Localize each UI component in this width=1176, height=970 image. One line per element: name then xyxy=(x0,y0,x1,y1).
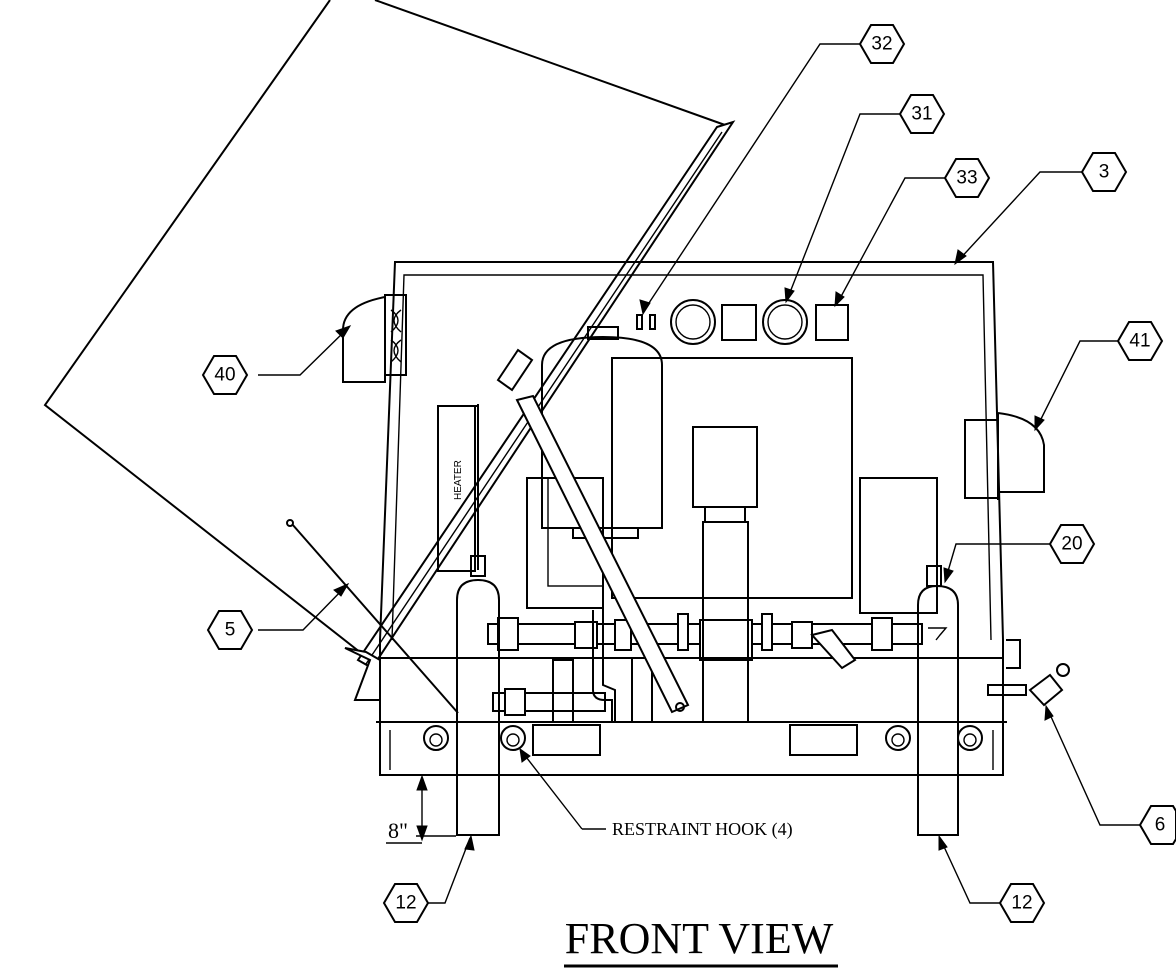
callout-3: 3 xyxy=(1080,152,1128,192)
restraint-leader xyxy=(519,747,606,830)
heater: HEATER xyxy=(437,404,479,572)
svg-text:40: 40 xyxy=(214,365,235,386)
tank xyxy=(526,326,663,609)
view-title: FRONT VIEW xyxy=(565,914,834,963)
svg-text:6: 6 xyxy=(1155,815,1166,836)
fork-pocket-right xyxy=(789,724,858,756)
callout-33: 33 xyxy=(943,158,991,198)
svg-text:5: 5 xyxy=(225,620,236,641)
cylinder-left xyxy=(456,555,500,836)
right-fan-unit xyxy=(964,412,1045,500)
leader-lines xyxy=(258,43,1140,904)
fork-pocket-left xyxy=(532,724,601,756)
dimension-label: 8" xyxy=(388,818,408,843)
svg-text:20: 20 xyxy=(1061,534,1082,555)
callout-31: 31 xyxy=(898,94,946,134)
svg-text:12: 12 xyxy=(395,893,416,914)
control-panel xyxy=(636,299,849,345)
cylinder-right xyxy=(917,565,959,836)
callout-40: 40 xyxy=(201,355,249,395)
restraint-label: RESTRAINT HOOK (4) xyxy=(612,819,793,840)
piping xyxy=(487,600,923,723)
svg-text:12: 12 xyxy=(1011,893,1032,914)
callout-6: 6 xyxy=(1138,805,1176,845)
svg-text:3: 3 xyxy=(1099,162,1110,183)
callout-5: 5 xyxy=(206,610,254,650)
raised-lid xyxy=(43,0,736,670)
left-fan-unit xyxy=(342,294,407,383)
callout-12-right: 12 xyxy=(998,883,1046,923)
callout-32: 32 xyxy=(858,24,906,64)
callout-12-left: 12 xyxy=(382,883,430,923)
lid-strut xyxy=(496,348,690,714)
wingnut xyxy=(987,639,1070,707)
callout-41: 41 xyxy=(1116,321,1164,361)
svg-text:31: 31 xyxy=(911,104,932,125)
svg-text:33: 33 xyxy=(956,168,977,189)
restraint-hooks xyxy=(423,725,983,751)
heater-label: HEATER xyxy=(453,460,464,500)
prop-rod xyxy=(286,519,459,714)
dimension-8in xyxy=(386,774,456,844)
svg-text:32: 32 xyxy=(871,34,892,55)
callout-20: 20 xyxy=(1048,524,1096,564)
svg-text:41: 41 xyxy=(1129,331,1150,352)
